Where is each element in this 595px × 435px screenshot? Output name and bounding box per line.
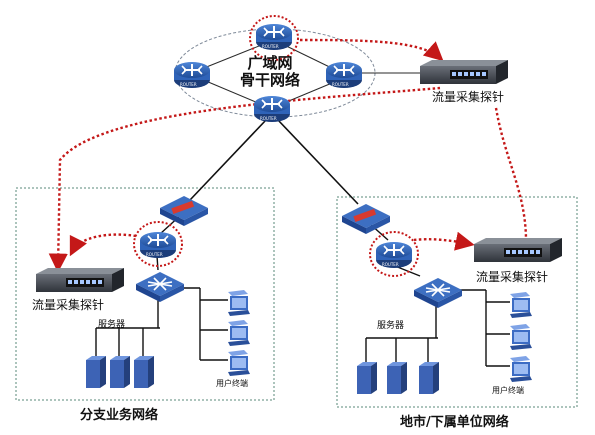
probe-device-icon [36,268,124,292]
svg-text:ROUTER: ROUTER [332,82,349,87]
wan-link-subunit [277,119,359,205]
pc-icon [510,324,532,350]
terminal-label-branch: 用户终端 [216,379,248,388]
server-icon [110,356,130,388]
router-icon: ROUTER [376,242,412,268]
mirror-point-subunit [369,231,419,277]
server-icon [387,362,407,394]
router-icon: ROUTER [174,62,210,88]
firewall-icon [160,196,208,226]
svg-text:ROUTER: ROUTER [260,116,277,121]
probe-label-branch: 流量采集探针 [32,298,105,312]
svg-text:ROUTER: ROUTER [146,252,163,257]
pc-icon [228,350,250,376]
mirror-point-branch [133,221,183,267]
subunit-network-box [336,196,578,408]
router-icon: ROUTER [254,96,290,122]
probe-label-subunit: 流量采集探针 [476,270,549,284]
mirror-arrow-branch [69,233,137,257]
server-icon [357,362,377,394]
subunit-network-title: 地市/下属单位网络 [400,415,509,430]
probe-label-top: 流量采集探针 [432,90,505,104]
svg-text:ROUTER: ROUTER [262,44,279,49]
terminal-label-subunit: 用户终端 [492,386,524,395]
branch-network-title: 分支业务网络 [80,408,159,423]
pc-icon [228,290,250,316]
subunit-link [394,265,421,277]
mirror-arrow-probe-link [494,107,528,239]
mirror-point-backbone [249,15,299,61]
firewall-icon [342,204,390,234]
server-icon [86,356,106,388]
probe-device-icon [420,60,508,84]
svg-text:ROUTER: ROUTER [382,262,399,267]
router-icon: ROUTER [256,24,292,50]
pc-icon [510,356,532,382]
server-label-subunit: 服务器 [377,321,405,331]
probe-device-icon [474,238,562,262]
svg-text:ROUTER: ROUTER [180,82,197,87]
server-label-branch: 服务器 [98,320,126,330]
pc-icon [228,320,250,346]
server-icon [419,362,439,394]
switch-icon [136,272,184,302]
server-icon [134,356,154,388]
wan-link-branch [189,119,267,201]
pc-icon [510,292,532,318]
switch-icon [414,278,462,308]
mirror-arrow-subunit [413,231,475,251]
branch-link [156,255,159,271]
mirror-arrow-backbone-to-branch [48,86,441,273]
router-icon: ROUTER [140,232,176,258]
branch-network-box [15,187,275,401]
router-icon: ROUTER [326,62,362,88]
backbone-title: 广域网 骨干网络 [240,54,301,89]
mirror-arrow-backbone [299,38,444,62]
